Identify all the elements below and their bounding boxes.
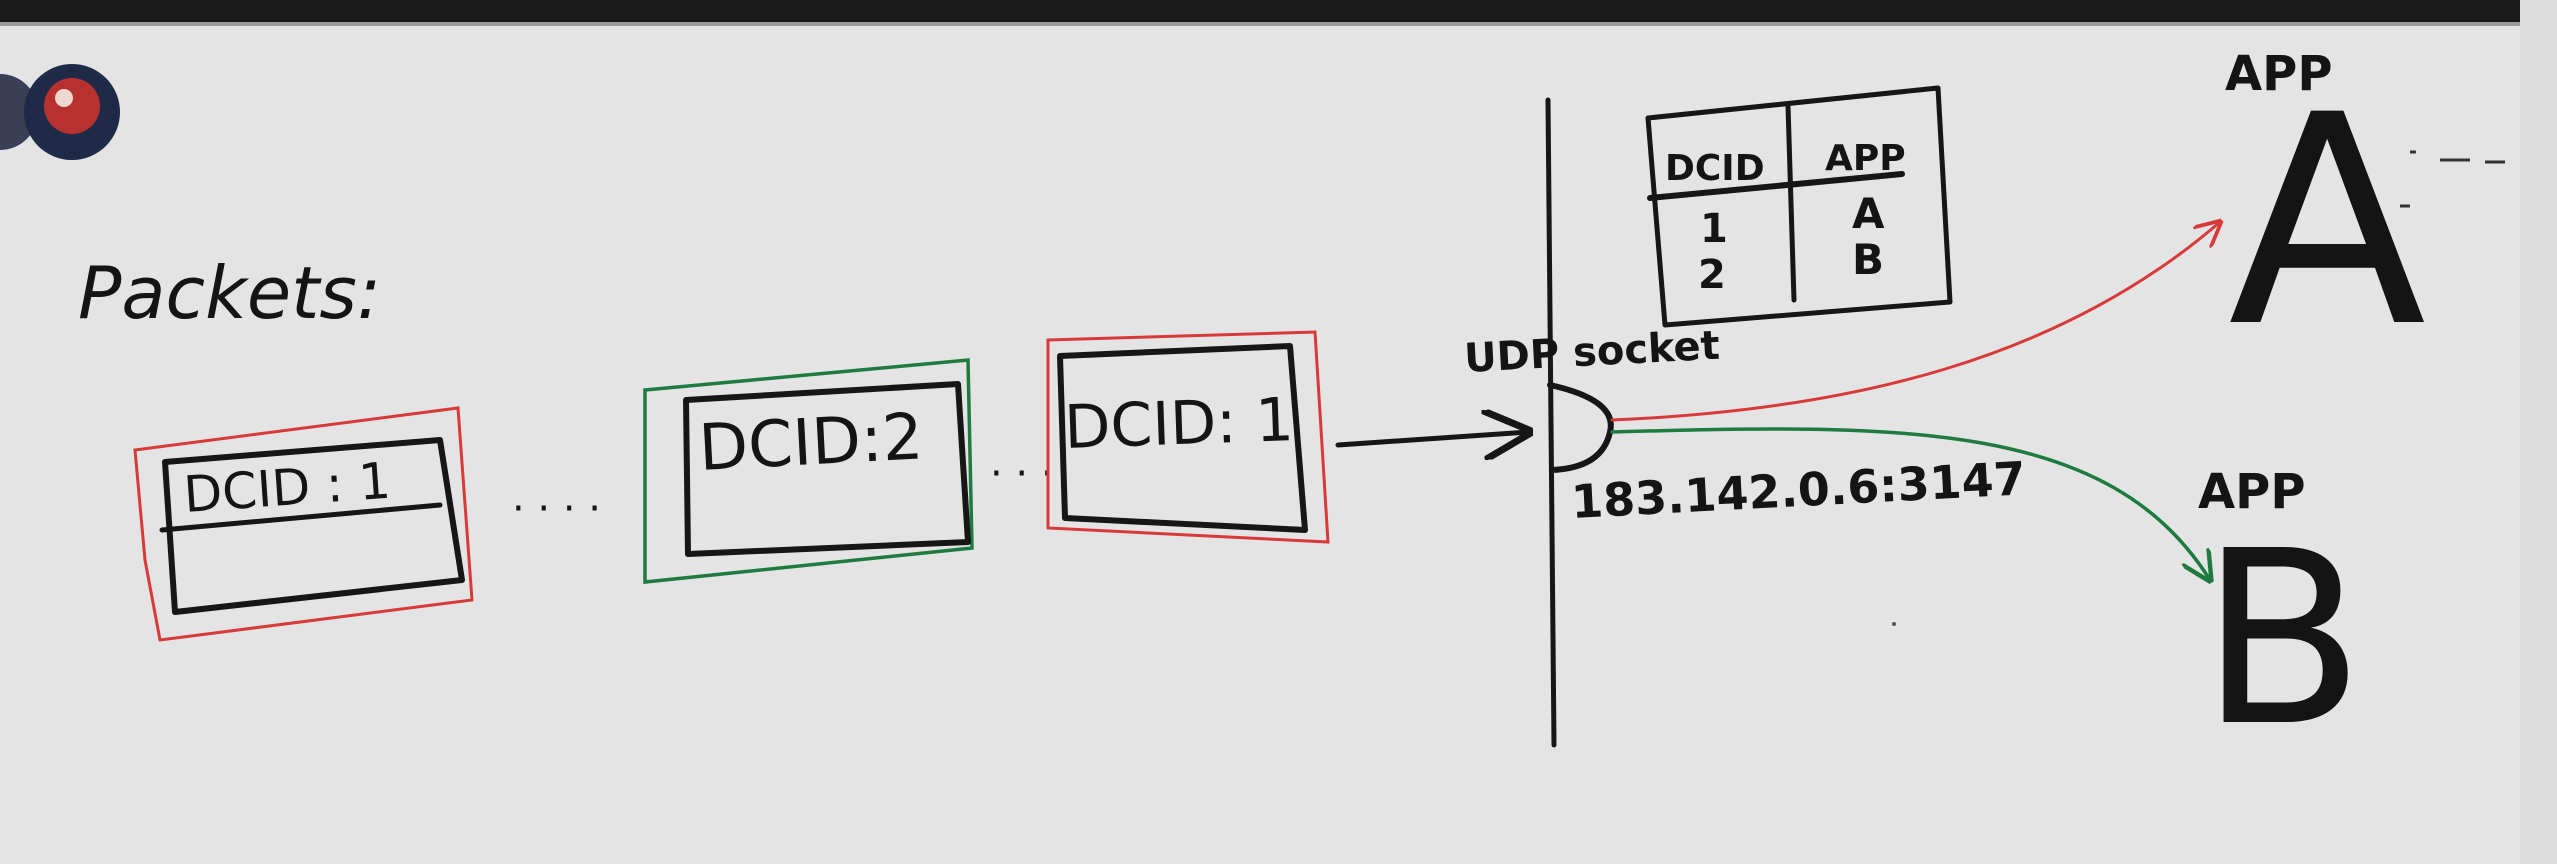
- packet-2-green-outline: [643, 358, 974, 584]
- packet-1-divider: [159, 502, 443, 533]
- table-border: [1645, 85, 1953, 328]
- packet-3-red-outline: [1046, 330, 1330, 544]
- table-row-1-dcid: 1: [1700, 206, 1728, 252]
- packet-1-red-outline: [133, 406, 474, 642]
- dcid-table: DCID APP 1 A 2 B: [1645, 85, 1953, 328]
- table-header-dcid: DCID: [1665, 148, 1765, 189]
- packet-3-header: DCID: 1: [1063, 385, 1295, 463]
- board-top-frame: [0, 0, 2557, 22]
- table-row-2-dcid: 2: [1698, 252, 1726, 298]
- packet-2-box: [683, 381, 971, 557]
- packet-3-box: [1057, 343, 1308, 533]
- packet-2-header: DCID:2: [697, 400, 925, 486]
- green-route-arrow: [1610, 427, 2210, 580]
- packets-label: Packets:: [78, 251, 381, 335]
- packet-2: DCID:2: [643, 358, 974, 584]
- table-header-divider: [1647, 171, 1905, 201]
- magnet-right-highlight: [44, 78, 100, 134]
- magnet-right-shine: [55, 89, 73, 107]
- separator-dots-1: · · · ·: [512, 486, 601, 532]
- table-row-2-app: B: [1852, 235, 1884, 284]
- packet-1: DCID : 1: [133, 406, 474, 642]
- packet-1-header: DCID : 1: [182, 452, 393, 524]
- magnets: [0, 64, 120, 160]
- packet-1-box: [162, 437, 465, 615]
- app-a: APP A: [2225, 46, 2427, 391]
- board-right-edge: [2520, 0, 2557, 864]
- table-column-divider: [1785, 103, 1797, 303]
- separator-dots-2: · · ·: [990, 451, 1054, 497]
- app-b-letter: B: [2200, 499, 2365, 779]
- faint-dot: [1892, 622, 1896, 626]
- app-b-label: APP: [2198, 464, 2306, 520]
- app-a-letter: A: [2228, 54, 2427, 391]
- red-route-arrow: [1610, 222, 2220, 422]
- boundary-line: [1545, 97, 1557, 748]
- app-b: APP B: [2198, 464, 2365, 779]
- app-a-label: APP: [2225, 46, 2333, 102]
- table-row-1-app: A: [1852, 189, 1885, 238]
- faint-marks: [2400, 150, 2505, 208]
- table-header-app: APP: [1825, 138, 1906, 179]
- packet-to-socket-arrow: [1335, 432, 1528, 445]
- board-top-highlight: [0, 22, 2557, 26]
- packet-3: DCID: 1: [1046, 330, 1330, 544]
- socket-semicircle: [1547, 382, 1614, 473]
